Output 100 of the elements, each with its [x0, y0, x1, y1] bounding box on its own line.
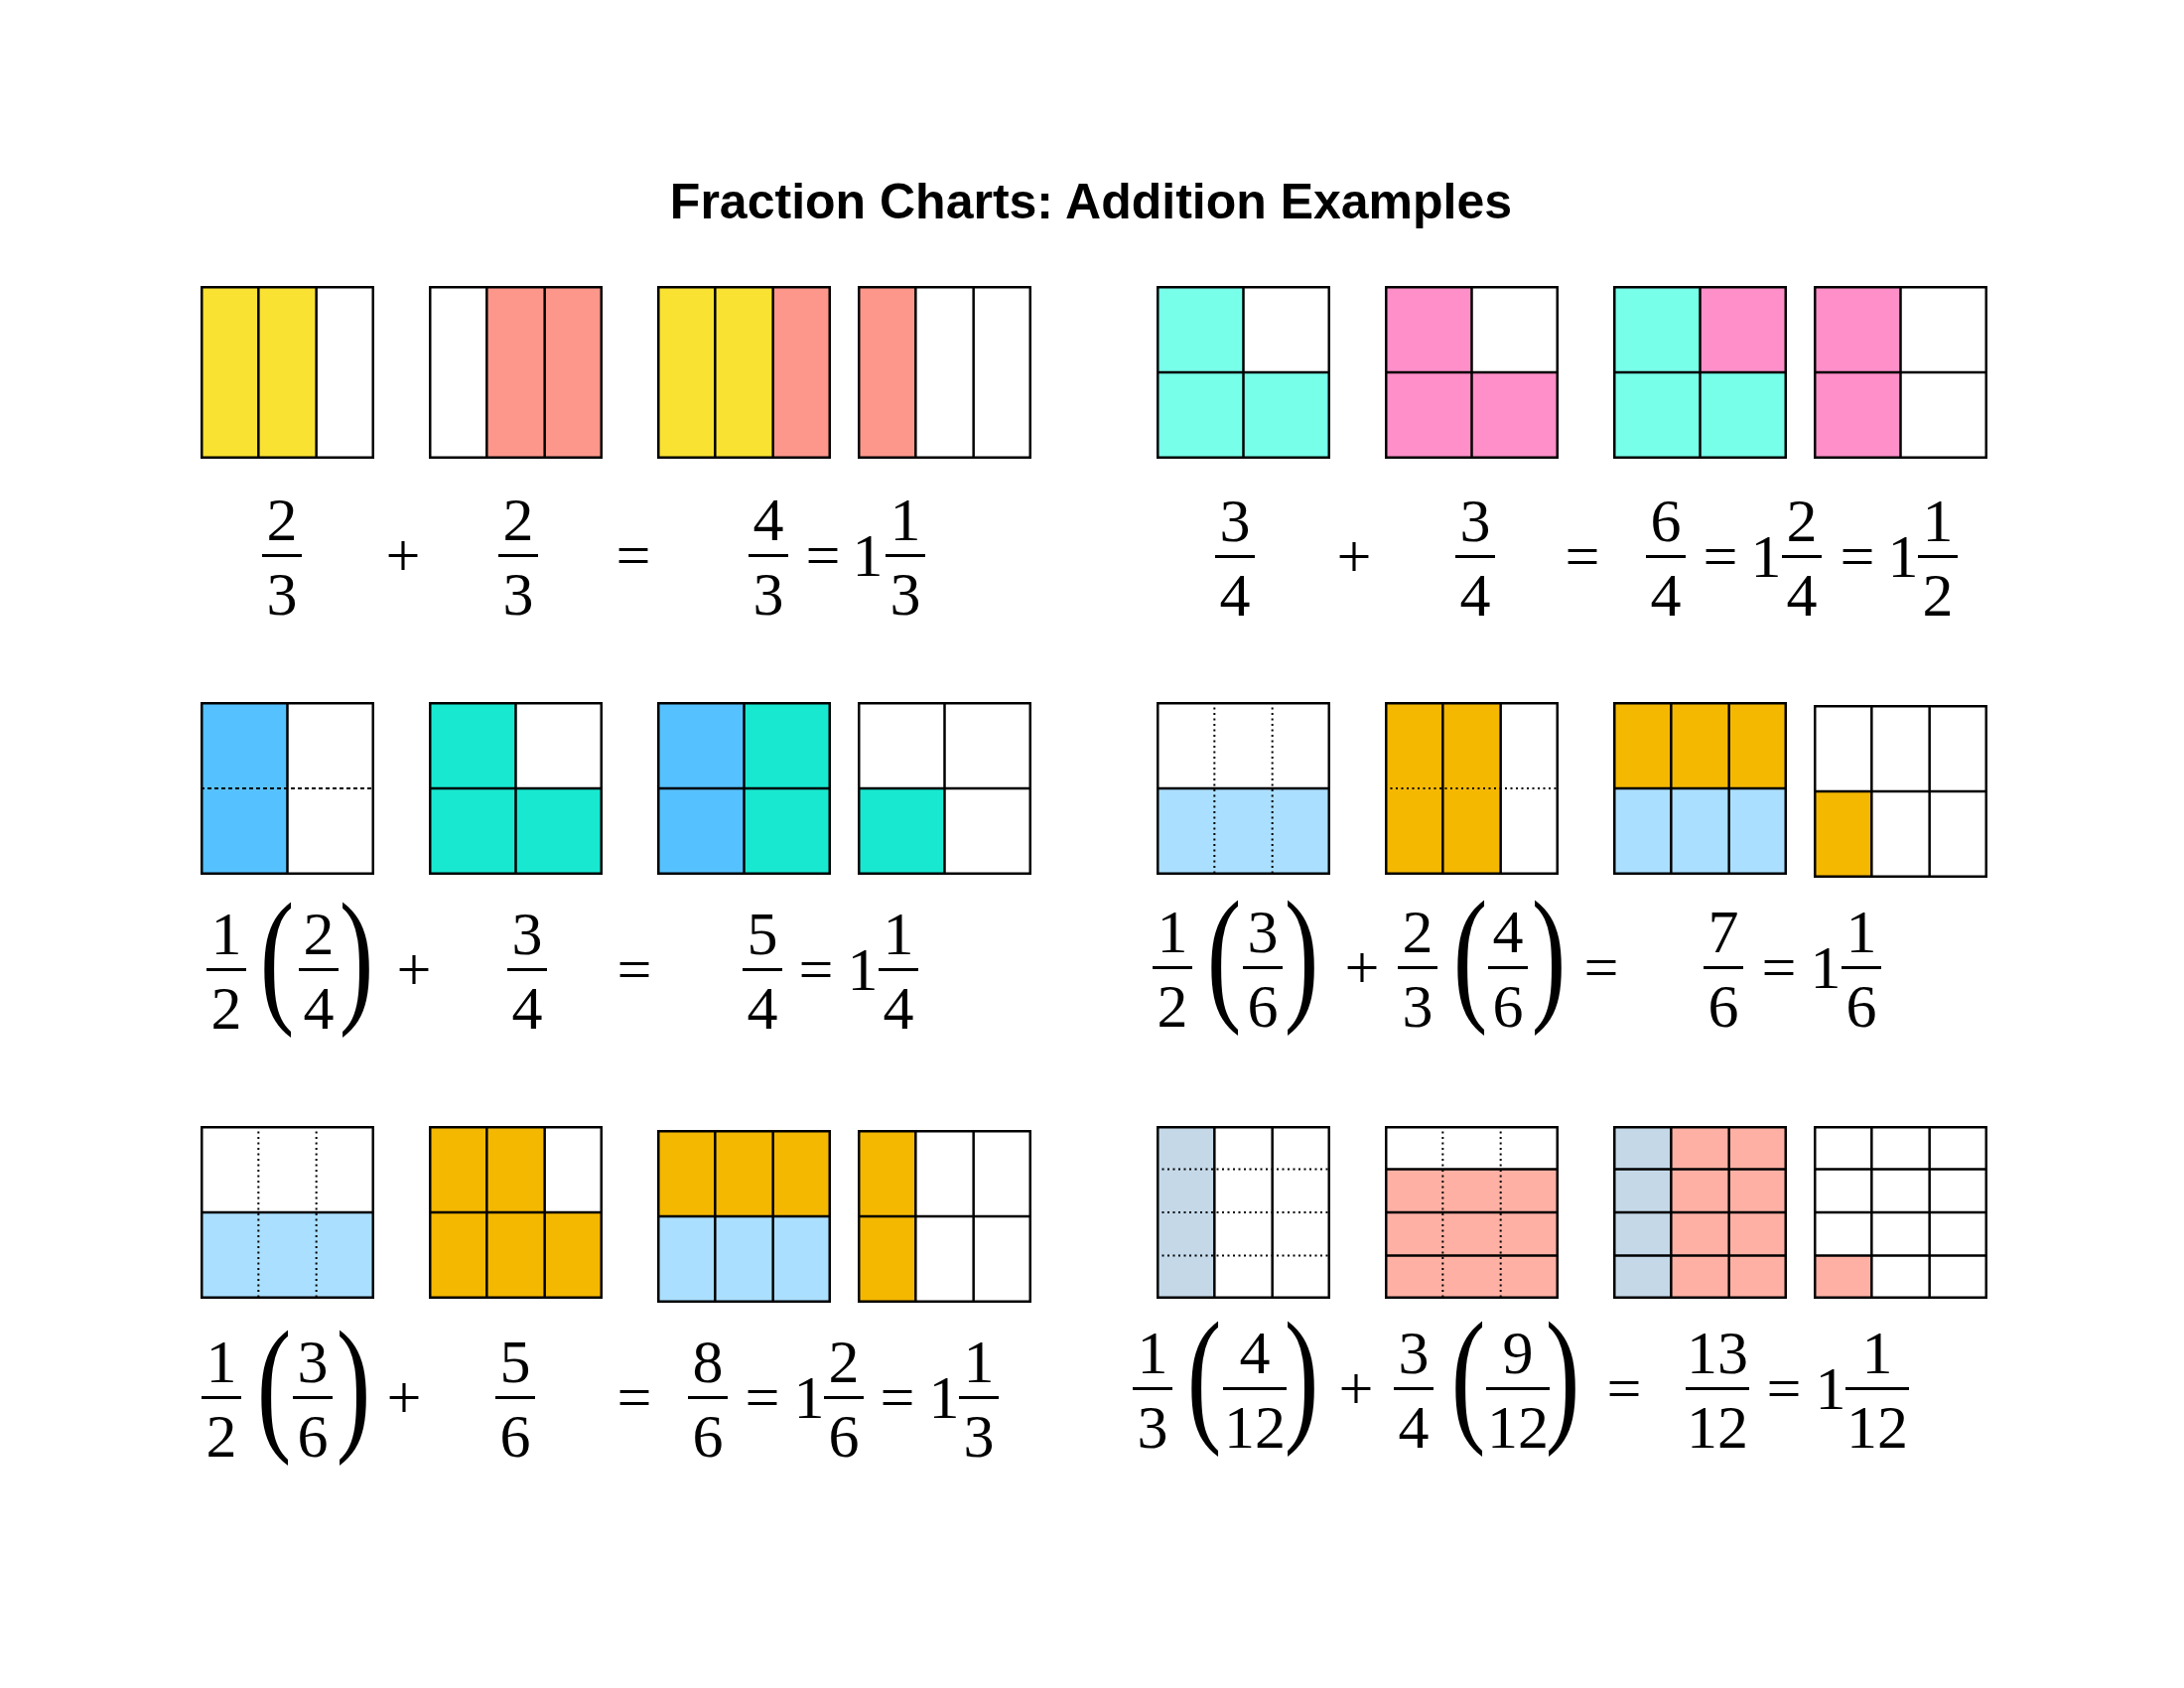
- denominator: 6: [1707, 974, 1739, 1037]
- denominator: 3: [963, 1404, 995, 1467]
- denominator: 6: [692, 1404, 724, 1467]
- numerator: 8: [692, 1330, 724, 1392]
- whole-number: 1: [928, 1366, 960, 1428]
- left-parenthesis: (: [256, 1299, 292, 1469]
- equals-sign: =: [616, 1366, 652, 1428]
- denominator: 4: [1459, 563, 1491, 626]
- numerator: 2: [303, 902, 335, 964]
- left-parenthesis: (: [1450, 1290, 1486, 1460]
- equals-sign: =: [798, 938, 834, 1000]
- numerator: 3: [1247, 900, 1279, 962]
- equals-sign: =: [615, 524, 651, 586]
- denominator: 3: [889, 562, 921, 625]
- numerator: 4: [1239, 1321, 1271, 1383]
- denominator: 6: [499, 1404, 531, 1467]
- denominator: 12: [1224, 1395, 1286, 1458]
- numerator: 1: [1845, 900, 1877, 962]
- denominator: 6: [1247, 974, 1279, 1037]
- left-parenthesis: (: [1206, 869, 1242, 1039]
- numerator: 1: [1157, 900, 1188, 962]
- plus-sign: +: [1344, 936, 1380, 998]
- numerator: 13: [1687, 1321, 1748, 1383]
- numerator: 1: [883, 902, 914, 964]
- right-parenthesis: ): [336, 1299, 371, 1469]
- left-parenthesis: (: [259, 871, 295, 1041]
- equals-sign: =: [1840, 525, 1875, 587]
- whole-number: 1: [1815, 1357, 1846, 1419]
- denominator: 3: [502, 562, 534, 625]
- numerator: 1: [889, 488, 921, 550]
- numerator: 1: [205, 1330, 237, 1392]
- numerator: 3: [297, 1330, 329, 1392]
- whole-number: 1: [852, 524, 884, 586]
- whole-number: 1: [847, 938, 879, 1000]
- denominator: 4: [511, 976, 543, 1039]
- equals-sign: =: [880, 1366, 915, 1428]
- denominator: 4: [1786, 563, 1818, 626]
- numerator: 6: [1650, 489, 1682, 551]
- equals-sign: =: [1583, 936, 1619, 998]
- numerator: 1: [1137, 1321, 1168, 1383]
- plus-sign: +: [396, 938, 432, 1000]
- denominator: 4: [303, 976, 335, 1039]
- denominator: 2: [210, 976, 242, 1039]
- denominator: 2: [1922, 563, 1954, 626]
- left-parenthesis: (: [1452, 869, 1488, 1039]
- numerator: 2: [1786, 489, 1818, 551]
- denominator: 3: [266, 562, 298, 625]
- whole-number: 1: [1887, 525, 1919, 587]
- denominator: 3: [752, 562, 784, 625]
- plus-sign: +: [1338, 1357, 1374, 1419]
- numerator: 5: [747, 902, 778, 964]
- whole-number: 1: [1750, 525, 1782, 587]
- numerator: 3: [1398, 1321, 1430, 1383]
- right-parenthesis: ): [339, 871, 374, 1041]
- right-parenthesis: ): [1284, 1290, 1319, 1460]
- equals-sign: =: [1565, 525, 1600, 587]
- equals-sign: =: [616, 938, 652, 1000]
- numerator: 9: [1502, 1321, 1534, 1383]
- numerator: 3: [1459, 489, 1491, 551]
- numerator: 1: [1922, 489, 1954, 551]
- equals-sign: =: [1703, 525, 1738, 587]
- numerator: 1: [1861, 1321, 1893, 1383]
- denominator: 3: [1402, 974, 1433, 1037]
- plus-sign: +: [386, 1366, 422, 1428]
- plus-sign: +: [1336, 525, 1372, 587]
- numerator: 4: [752, 488, 784, 550]
- numerator: 1: [210, 902, 242, 964]
- plus-sign: +: [385, 524, 421, 586]
- denominator: 4: [883, 976, 914, 1039]
- denominator: 12: [1846, 1395, 1908, 1458]
- right-parenthesis: ): [1531, 869, 1567, 1039]
- denominator: 4: [747, 976, 778, 1039]
- numerator: 2: [828, 1330, 860, 1392]
- right-parenthesis: ): [1284, 869, 1319, 1039]
- whole-number: 1: [1810, 936, 1842, 998]
- numerator: 3: [511, 902, 543, 964]
- denominator: 6: [1845, 974, 1877, 1037]
- numerator: 7: [1707, 900, 1739, 962]
- denominator: 2: [1157, 974, 1188, 1037]
- whole-number: 1: [793, 1366, 825, 1428]
- numerator: 5: [499, 1330, 531, 1392]
- numerator: 4: [1492, 900, 1524, 962]
- left-parenthesis: (: [1186, 1290, 1222, 1460]
- title: Fraction Charts: Addition Examples: [669, 177, 1513, 226]
- denominator: 6: [1492, 974, 1524, 1037]
- equals-sign: =: [1766, 1357, 1802, 1419]
- numerator: 1: [963, 1330, 995, 1392]
- denominator: 3: [1137, 1395, 1168, 1458]
- denominator: 4: [1219, 563, 1251, 626]
- denominator: 4: [1650, 563, 1682, 626]
- equals-sign: =: [1606, 1357, 1642, 1419]
- numerator: 2: [502, 488, 534, 550]
- denominator: 2: [205, 1404, 237, 1467]
- denominator: 4: [1398, 1395, 1430, 1458]
- denominator: 6: [297, 1404, 329, 1467]
- equals-sign: =: [1761, 936, 1797, 998]
- equals-sign: =: [805, 524, 841, 586]
- denominator: 6: [828, 1404, 860, 1467]
- numerator: 2: [266, 488, 298, 550]
- equals-sign: =: [745, 1366, 780, 1428]
